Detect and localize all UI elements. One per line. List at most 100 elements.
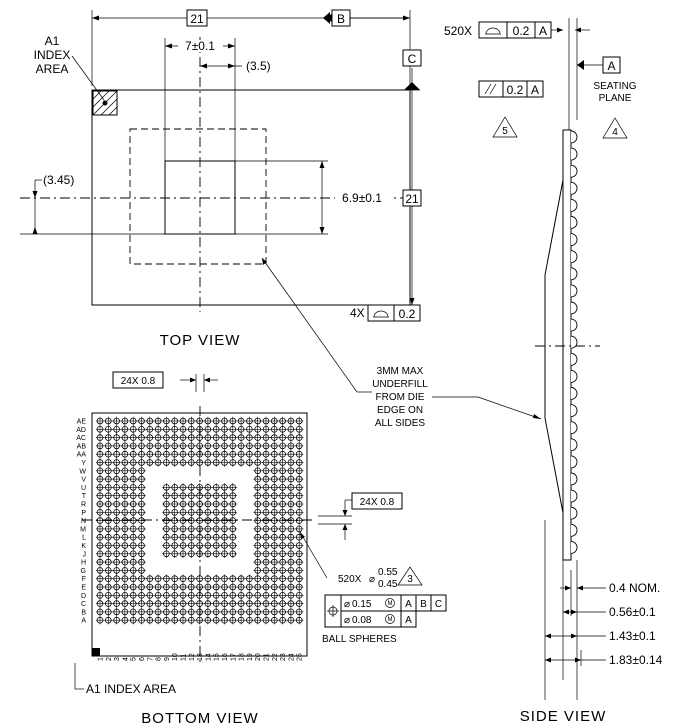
ball bbox=[145, 458, 154, 467]
a1-index-line-3: AREA bbox=[36, 62, 69, 76]
ball bbox=[228, 433, 237, 442]
ball bbox=[286, 416, 296, 426]
ball bbox=[270, 533, 279, 542]
ball bbox=[120, 591, 130, 600]
ball bbox=[261, 524, 271, 534]
ball bbox=[129, 557, 138, 567]
ball bbox=[278, 574, 287, 583]
ball bbox=[253, 425, 262, 434]
ball bbox=[278, 557, 287, 567]
ball bbox=[220, 549, 229, 558]
ball bbox=[295, 458, 304, 467]
ball bbox=[187, 458, 196, 467]
ball bbox=[203, 549, 213, 558]
side-view-label: SIDE VIEW bbox=[520, 708, 607, 725]
svg-text:⌀: ⌀ bbox=[344, 615, 350, 626]
row-label: W bbox=[79, 468, 86, 475]
ball bbox=[228, 416, 237, 426]
ball bbox=[137, 450, 146, 459]
column-label: 22 bbox=[272, 653, 279, 661]
ball bbox=[187, 499, 196, 509]
row-label: K bbox=[81, 543, 86, 550]
side-ball bbox=[570, 233, 578, 247]
ball bbox=[129, 441, 138, 451]
ball bbox=[120, 516, 130, 525]
column-label: 16 bbox=[222, 653, 229, 661]
a1-index-line-2: INDEX bbox=[34, 48, 71, 62]
ball bbox=[153, 441, 163, 451]
ball bbox=[261, 458, 271, 467]
ball bbox=[236, 425, 246, 434]
ball bbox=[104, 574, 113, 583]
ball bbox=[137, 607, 146, 617]
ball bbox=[220, 450, 229, 459]
row-label: N bbox=[81, 518, 86, 525]
ball bbox=[145, 441, 154, 451]
ball bbox=[270, 574, 279, 583]
ball bbox=[137, 516, 146, 525]
top-offset-x-dim: (3.5) bbox=[246, 59, 271, 73]
ball bbox=[104, 508, 113, 517]
ball bbox=[104, 416, 113, 426]
ball bbox=[162, 591, 171, 600]
ball bbox=[153, 458, 163, 467]
ball bbox=[278, 416, 287, 426]
ball bbox=[137, 599, 146, 608]
side-dim-2: 0.56±0.1 bbox=[609, 605, 656, 619]
ball bbox=[245, 591, 254, 600]
ball bbox=[112, 483, 121, 492]
ball bbox=[137, 441, 146, 451]
row-label: V bbox=[81, 477, 86, 484]
ball bbox=[270, 582, 279, 592]
ball bbox=[295, 524, 304, 534]
ball bbox=[120, 416, 130, 426]
ball bbox=[236, 574, 246, 583]
ball bbox=[112, 541, 121, 550]
ball bbox=[203, 591, 213, 600]
ball bbox=[162, 599, 171, 608]
ball bbox=[95, 474, 105, 484]
ball bbox=[261, 557, 271, 567]
ball bbox=[170, 416, 179, 426]
ball bbox=[178, 574, 188, 583]
ball bbox=[270, 508, 279, 517]
ball bbox=[253, 474, 262, 484]
side-ball-row bbox=[570, 130, 578, 554]
ball bbox=[153, 591, 163, 600]
ball bbox=[261, 450, 271, 459]
ball bbox=[104, 541, 113, 550]
ball bbox=[245, 607, 254, 617]
side-ball bbox=[570, 352, 578, 366]
ball bbox=[253, 491, 262, 500]
ball bbox=[203, 508, 213, 517]
ball bbox=[178, 425, 188, 434]
ball bbox=[120, 499, 130, 509]
ball bbox=[261, 574, 271, 583]
ball bbox=[187, 541, 196, 550]
ball bbox=[261, 499, 271, 509]
ball-note-3: 3 bbox=[407, 574, 413, 585]
ball bbox=[95, 450, 105, 459]
row-label: AA bbox=[77, 452, 87, 459]
ball bbox=[212, 433, 221, 442]
ball bbox=[137, 491, 146, 500]
ball bbox=[245, 582, 254, 592]
ball bbox=[137, 566, 146, 575]
ball bbox=[220, 516, 229, 525]
ball bbox=[95, 541, 105, 550]
ball bbox=[212, 574, 221, 583]
underfill-line-2: UNDERFILL bbox=[372, 379, 428, 390]
ball bbox=[178, 524, 188, 534]
ball bbox=[120, 458, 130, 467]
ball bbox=[129, 582, 138, 592]
side-ball bbox=[570, 455, 578, 469]
ball bbox=[228, 591, 237, 600]
ball bbox=[270, 483, 279, 492]
ball bbox=[270, 416, 279, 426]
ball bbox=[162, 425, 171, 434]
ball bbox=[295, 591, 304, 600]
ball bbox=[270, 466, 279, 475]
ball bbox=[162, 508, 171, 517]
